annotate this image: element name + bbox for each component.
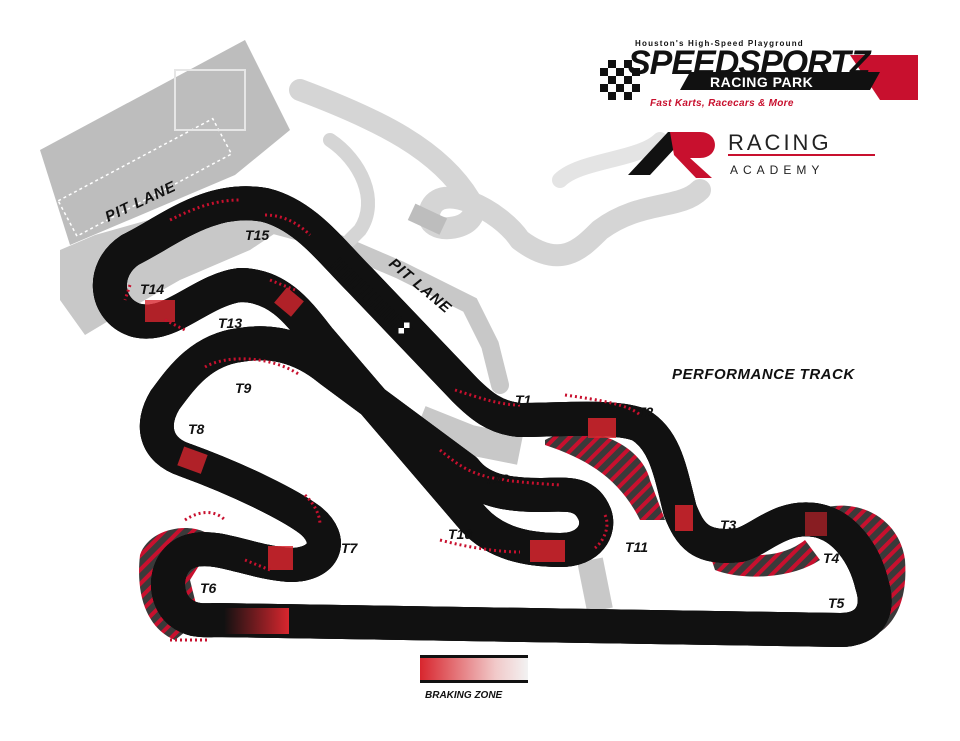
academy-word-racing: RACING (728, 130, 832, 155)
corner-label-t8: T8 (188, 421, 205, 437)
secondary-track (289, 79, 711, 267)
legend-swatch (420, 658, 528, 680)
checkered-flag-icon (600, 60, 640, 100)
brand-tagline-bottom: Fast Karts, Racecars & More (650, 98, 794, 109)
braking-zone-legend: BRAKING ZONE (420, 655, 528, 701)
kerbs (123, 198, 642, 642)
corner-label-t11: T11 (625, 539, 648, 555)
brand-sub: RACING PARK (710, 74, 813, 90)
corner-label-t2: T2 (637, 404, 654, 420)
corner-label-t3: T3 (720, 517, 737, 533)
corner-label-t13: T13 (218, 315, 242, 331)
academy-word-academy: ACADEMY (730, 163, 824, 177)
corner-label-t15: T15 (245, 227, 269, 243)
corner-label-t9: T9 (235, 380, 252, 396)
corner-label-t4: T4 (823, 550, 840, 566)
corner-label-t7: T7 (341, 540, 359, 556)
speedsportz-logo: Houston's High-Speed Playground SPEEDSPO… (600, 39, 918, 109)
start-grid (330, 256, 415, 341)
corner-label-t10: T10 (448, 526, 472, 542)
brand-tagline-top: Houston's High-Speed Playground (635, 39, 804, 48)
corner-label-t5: T5 (828, 595, 845, 611)
corner-label-t6: T6 (200, 580, 217, 596)
corner-label-t12: T12 (485, 471, 509, 487)
corner-label-t14: T14 (140, 281, 164, 297)
track-title: PERFORMANCE TRACK (672, 366, 855, 383)
legend-label: BRAKING ZONE (425, 690, 503, 701)
braking-zones (145, 287, 827, 634)
ar-racing-academy-logo: RACING ACADEMY (628, 130, 875, 178)
corner-label-t1: T1 (515, 392, 532, 408)
main-track (110, 203, 875, 647)
